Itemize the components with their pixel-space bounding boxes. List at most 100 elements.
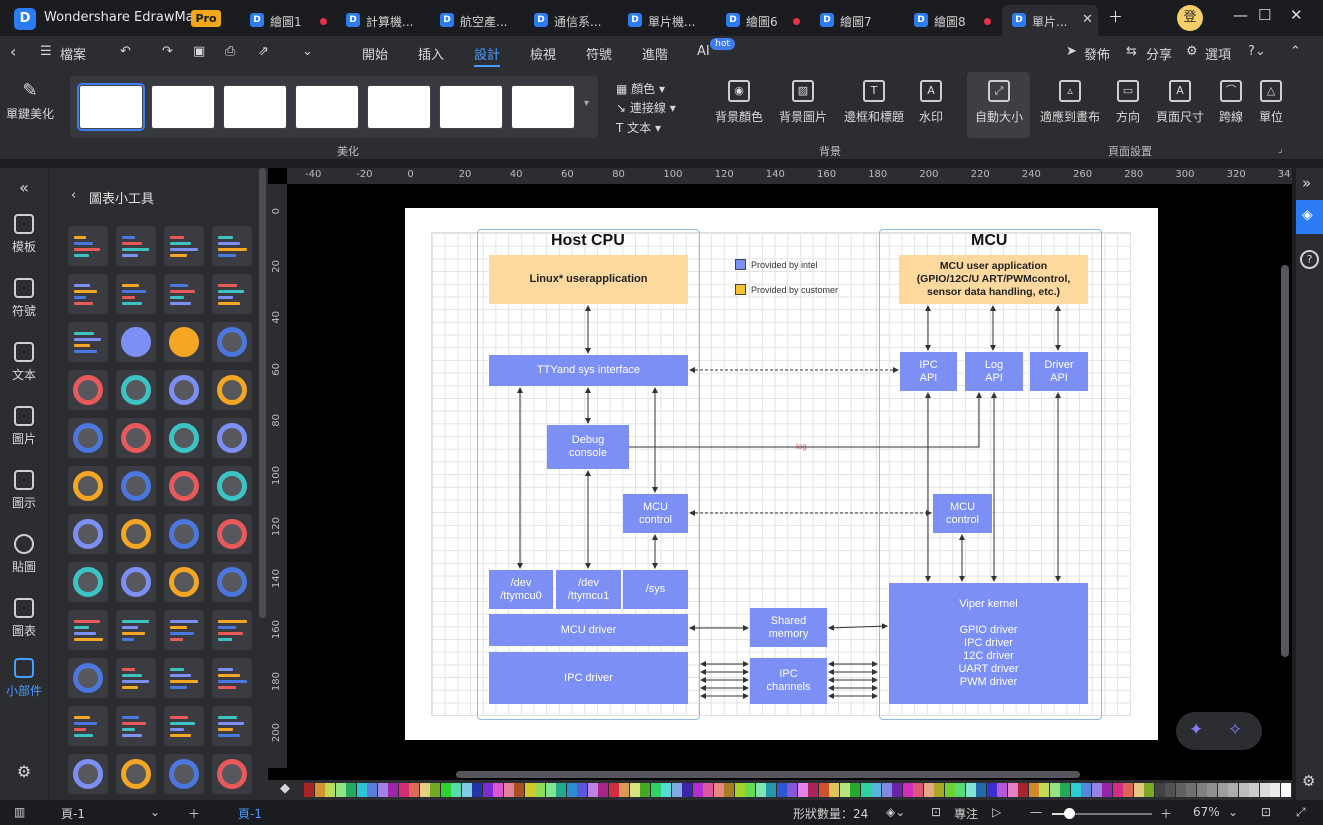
mcu-driver-node[interactable]: MCU driver (489, 614, 688, 646)
color-swatch[interactable] (598, 783, 608, 797)
ipc-driver-node[interactable]: IPC driver (489, 652, 688, 704)
color-swatch[interactable] (703, 783, 713, 797)
widget-thumbnail[interactable] (164, 370, 204, 410)
color-swatch[interactable] (650, 783, 661, 797)
rail-stickers[interactable]: 貼圖 (0, 534, 48, 575)
theme-card-3[interactable] (223, 85, 287, 129)
widget-thumbnail[interactable] (116, 274, 156, 314)
widget-thumbnail[interactable] (68, 514, 108, 554)
color-swatch[interactable] (1270, 783, 1280, 797)
maximize-icon[interactable]: ☐ (1258, 6, 1272, 24)
widget-thumbnail[interactable] (116, 562, 156, 602)
widget-thumbnail[interactable] (116, 370, 156, 410)
rail-icons[interactable]: 圖示 (0, 470, 48, 511)
widget-thumbnail[interactable] (212, 562, 252, 602)
color-swatch[interactable] (1249, 783, 1259, 797)
publish-icon[interactable]: ➤ (1066, 44, 1077, 59)
widget-thumbnail[interactable] (116, 466, 156, 506)
color-swatch[interactable] (724, 783, 734, 797)
gallery-more-icon[interactable]: ▾ (584, 98, 590, 109)
color-swatch[interactable] (1228, 783, 1238, 797)
color-swatch[interactable] (797, 783, 808, 797)
color-swatch[interactable] (608, 783, 619, 797)
mcu-control-mcu-node[interactable]: MCU control (933, 494, 992, 533)
widget-thumbnail[interactable] (116, 754, 156, 794)
widget-thumbnail[interactable] (68, 754, 108, 794)
color-swatch[interactable] (1123, 783, 1133, 797)
widget-thumbnail[interactable] (164, 514, 204, 554)
color-swatch[interactable] (1007, 783, 1018, 797)
color-swatch[interactable] (1165, 783, 1175, 797)
minimize-icon[interactable]: — (1233, 6, 1248, 24)
color-swatch[interactable] (346, 783, 356, 797)
help-icon[interactable]: ?⌄ (1248, 44, 1266, 59)
connector-dropdown[interactable]: ↘ 連接線 ▾ (616, 101, 676, 115)
widget-thumbnail[interactable] (68, 562, 108, 602)
zoom-slider-handle[interactable] (1063, 808, 1075, 819)
diagram-page[interactable]: Host CPU MCU Provided by intel Provided … (405, 208, 1158, 740)
expand-right-panel-icon[interactable]: » (1302, 174, 1312, 192)
new-tab-icon[interactable]: ＋ (1108, 8, 1124, 26)
color-swatch[interactable] (892, 783, 902, 797)
color-swatch[interactable] (451, 783, 461, 797)
color-swatch[interactable] (997, 783, 1007, 797)
layers-icon[interactable]: ◈⌄ (886, 805, 906, 819)
color-dropdown[interactable]: ▦ 顏色 ▾ (616, 82, 666, 96)
color-swatch[interactable] (409, 783, 419, 797)
page-setup-expand-icon[interactable]: ⌟ (1278, 144, 1283, 155)
widget-thumbnail[interactable] (164, 754, 204, 794)
color-swatch[interactable] (682, 783, 692, 797)
color-swatch[interactable] (734, 783, 745, 797)
widget-thumbnail[interactable] (68, 322, 108, 362)
play-icon[interactable]: ▷ (992, 805, 1002, 819)
collapse-panel-icon[interactable]: « (19, 178, 29, 197)
color-swatch[interactable] (671, 783, 682, 797)
close-window-icon[interactable]: ✕ (1290, 6, 1303, 24)
beautify-one-button[interactable]: ✎ 單鍵美化 (5, 80, 54, 121)
publish-button[interactable]: 發佈 (1084, 48, 1111, 63)
horizontal-scrollbar[interactable] (456, 771, 1080, 778)
color-swatch[interactable] (755, 783, 766, 797)
zoom-dropdown-icon[interactable]: ⌄ (1228, 805, 1239, 819)
color-swatch[interactable] (860, 783, 871, 797)
widget-thumbnail[interactable] (68, 418, 108, 458)
fill-bucket-icon[interactable]: ◆ (280, 781, 290, 796)
color-swatch[interactable] (1039, 783, 1049, 797)
widget-thumbnail[interactable] (164, 706, 204, 746)
color-swatch[interactable] (440, 783, 451, 797)
widget-thumbnail[interactable] (212, 754, 252, 794)
shared-memory-node[interactable]: Shared memory (750, 608, 827, 647)
menu-symbol[interactable]: 符號 (586, 48, 613, 63)
color-swatch[interactable] (545, 783, 556, 797)
color-swatch[interactable] (913, 783, 923, 797)
color-swatch[interactable] (314, 783, 325, 797)
sys-node[interactable]: /sys (623, 570, 688, 609)
color-swatch[interactable] (1175, 783, 1186, 797)
color-swatch[interactable] (482, 783, 493, 797)
menu-insert[interactable]: 插入 (418, 48, 445, 63)
color-swatch[interactable] (808, 783, 818, 797)
color-swatch[interactable] (1217, 783, 1228, 797)
color-swatch[interactable] (944, 783, 955, 797)
rail-images[interactable]: 圖片 (0, 406, 48, 447)
widget-thumbnail[interactable] (68, 610, 108, 650)
ai-brush-icon[interactable]: ✦ (1189, 720, 1204, 740)
color-swatch[interactable] (839, 783, 850, 797)
widget-thumbnail[interactable] (116, 706, 156, 746)
menu-view[interactable]: 檢視 (530, 48, 557, 63)
options-button[interactable]: 選項 (1205, 48, 1232, 63)
mcu-control-host-node[interactable]: MCU control (623, 494, 688, 533)
help-circle-icon[interactable]: ? (1300, 250, 1319, 269)
widget-thumbnail[interactable] (116, 226, 156, 266)
color-swatch[interactable] (1081, 783, 1091, 797)
back-icon[interactable]: ‹ (10, 42, 17, 61)
page-tab[interactable]: 頁-1 (238, 807, 262, 821)
